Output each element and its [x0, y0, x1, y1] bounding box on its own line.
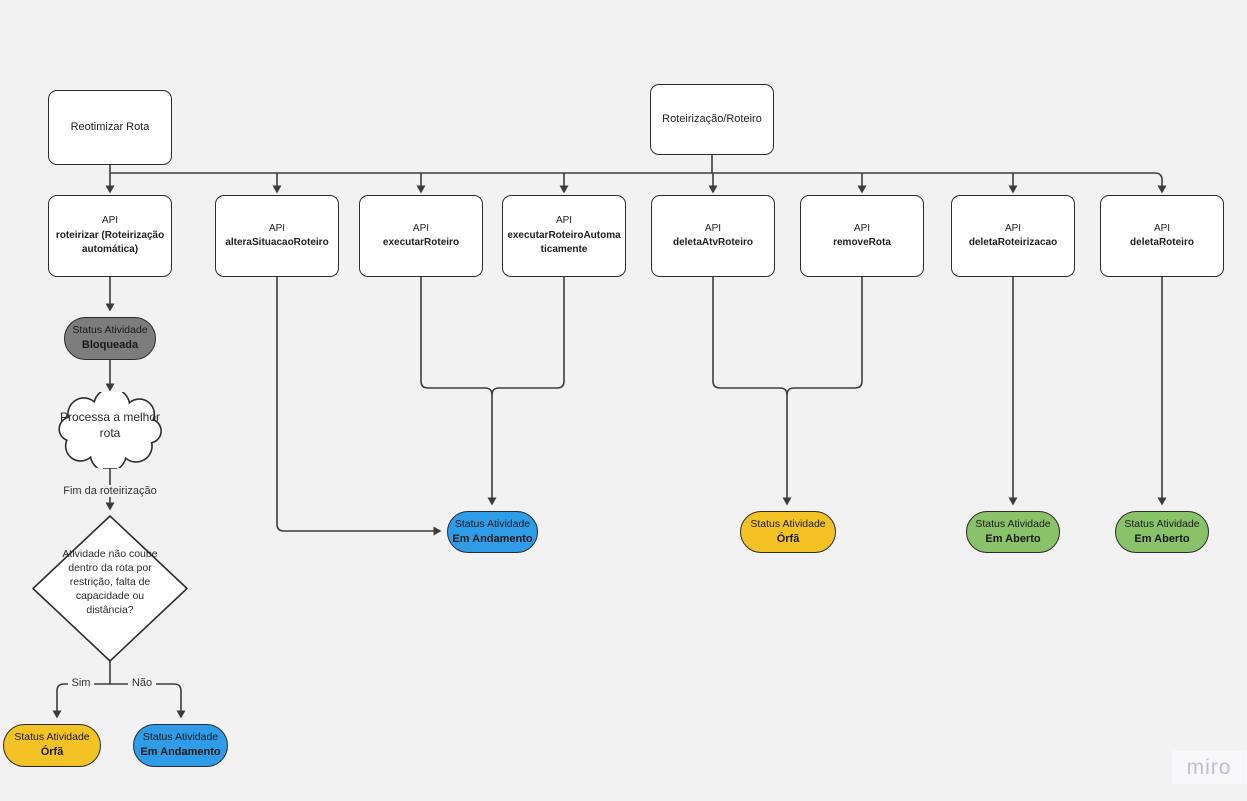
status-line2: Órfã — [40, 746, 64, 759]
api-label-line1: API — [555, 215, 573, 227]
node-api-deleta-roteiro[interactable]: API deletaRoteiro — [1100, 195, 1224, 277]
api-label-line2: executarRoteiro — [382, 237, 460, 248]
status-line1: Status Atividade — [72, 324, 148, 337]
status-pill-em-aberto-1[interactable]: Status Atividade Em Aberto — [966, 511, 1060, 553]
api-label-line2: executarRoteiroAutomaticamente — [507, 229, 621, 256]
node-api-remove-rota[interactable]: API removeRota — [800, 195, 924, 277]
api-label-line1: API — [268, 222, 286, 234]
connector-api4-emandamento[interactable] — [491, 277, 565, 396]
api-label-line2: alteraSituacaoRoteiro — [225, 237, 329, 248]
status-pill-orfa[interactable]: Status Atividade Órfã — [740, 511, 836, 553]
connector-api5-orfa[interactable] — [712, 277, 792, 506]
status-line2: Em Andamento — [140, 746, 221, 759]
connector-api2-emandamento[interactable] — [276, 277, 442, 536]
edge-label-sim: Sim — [63, 677, 99, 689]
node-api-executar-roteiro-automaticamente[interactable]: API executarRoteiroAutomaticamente — [502, 195, 626, 277]
api-label-line1: API — [101, 215, 119, 227]
node-reotimizar-rota[interactable]: Reotimizar Rota — [48, 90, 172, 165]
status-line2: Em Aberto — [985, 532, 1041, 545]
node-roteirizacao-roteiro-label: Roteirização/Roteiro — [662, 112, 762, 125]
status-pill-bloqueada[interactable]: Status Atividade Bloqueada — [64, 317, 156, 360]
status-line1: Status Atividade — [750, 517, 826, 530]
status-line1: Status Atividade — [454, 517, 531, 530]
api-label-line1: API — [1153, 222, 1171, 234]
decision-diamond[interactable] — [30, 513, 190, 664]
status-line1: Status Atividade — [142, 731, 219, 744]
status-pill-em-andamento[interactable]: Status Atividade Em Andamento — [447, 511, 538, 553]
status-line2: Em Andamento — [452, 532, 533, 545]
node-api-deleta-roteirizacao[interactable]: API deletaRoteirizacao — [951, 195, 1075, 277]
status-line2: Bloqueada — [81, 339, 139, 352]
connector-branch-nao[interactable] — [110, 683, 186, 719]
api-label-line1: API — [1004, 222, 1022, 234]
status-line1: Status Atividade — [14, 731, 90, 744]
connector-api6-orfa[interactable] — [786, 277, 863, 396]
edge-label-fim-da-roteirizacao: Fim da roteirização — [40, 485, 180, 497]
edge-label-nao: Não — [124, 677, 160, 689]
api-label-line2: deletaAtvRoteiro — [672, 237, 753, 248]
api-label-line2: roteirizar (Roteirização automática) — [55, 229, 165, 256]
status-line2: Órfã — [776, 532, 800, 545]
miro-watermark[interactable]: miro — [1172, 751, 1246, 784]
cloud-shape[interactable] — [58, 392, 162, 468]
status-pill-orfa-bottom[interactable]: Status Atividade Órfã — [3, 724, 101, 767]
status-line1: Status Atividade — [975, 517, 1051, 530]
node-roteirizacao-roteiro[interactable]: Roteirização/Roteiro — [650, 84, 774, 155]
api-label-line1: API — [853, 222, 871, 234]
cloud-label: Processa a melhor rota — [59, 410, 161, 441]
connector-api3-emandamento[interactable] — [420, 277, 497, 506]
status-pill-em-andamento-bottom[interactable]: Status Atividade Em Andamento — [133, 724, 228, 767]
connector-trunk[interactable] — [110, 172, 1167, 194]
api-label-line2: deletaRoteirizacao — [968, 237, 1058, 248]
status-line1: Status Atividade — [1124, 517, 1200, 530]
node-api-deleta-atv-roteiro[interactable]: API deletaAtvRoteiro — [651, 195, 775, 277]
node-reotimizar-rota-label: Reotimizar Rota — [70, 120, 150, 133]
api-label-line2: removeRota — [833, 237, 891, 248]
status-line2: Em Aberto — [1134, 532, 1190, 545]
miro-logo: miro — [1186, 755, 1232, 779]
node-api-altera-situacao-roteiro[interactable]: API alteraSituacaoRoteiro — [215, 195, 339, 277]
api-label-line1: API — [704, 222, 722, 234]
connector-branch-sim[interactable] — [52, 683, 110, 719]
api-label-line1: API — [412, 222, 430, 234]
status-pill-em-aberto-2[interactable]: Status Atividade Em Aberto — [1115, 511, 1209, 553]
decision-label: Atividade não coube dentro da rota por r… — [62, 548, 158, 616]
node-api-roteirizar[interactable]: API roteirizar (Roteirização automática) — [48, 195, 172, 277]
api-label-line2: deletaRoteiro — [1130, 237, 1194, 248]
node-api-executar-roteiro[interactable]: API executarRoteiro — [359, 195, 483, 277]
